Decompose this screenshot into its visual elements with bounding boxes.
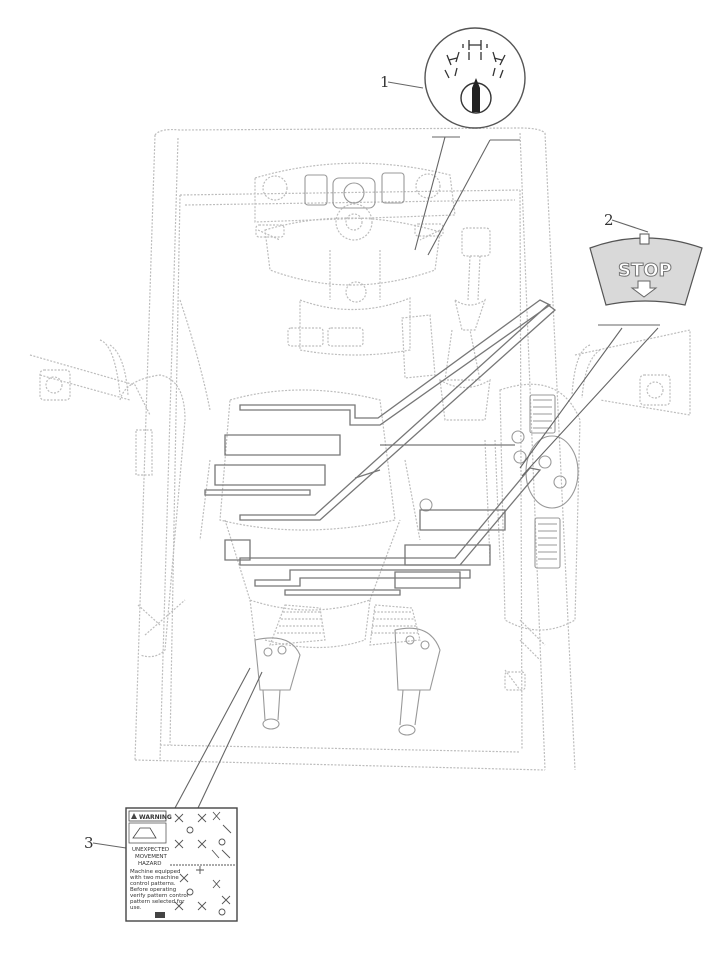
left-joystick [254,604,326,730]
warning-body-line2: with two machine [130,875,179,881]
callout-2: 2 STOP [519,211,703,477]
warning-heading: WARNING [139,814,172,821]
warning-body-line3: control patterns. [130,881,176,887]
warning-title-line1: UNEXPECTED [132,847,169,853]
steering-mode-selector-decal-icon [424,27,526,129]
warning-body-line1: Machine equipped [130,869,181,875]
stop-decal-text: STOP [618,260,672,281]
warning-body-line4: Before operating [130,887,176,893]
stop-decal-icon [589,237,703,306]
operator-seat [199,389,421,649]
callout-number-3: 3 [84,834,94,852]
callout-1: 1 [380,27,526,256]
callout-number-1: 1 [380,73,390,91]
dashboard [179,162,491,421]
right-console [419,383,581,631]
warning-body-line5: verify pattern control [130,893,189,899]
cab-frame [29,127,691,771]
warning-body-line7: use. [130,905,142,911]
decal-outlines [204,299,557,596]
callout-number-2: 2 [604,211,614,229]
warning-body-line6: pattern selected for [130,899,185,905]
warning-title-line3: HAZARD [138,861,162,867]
warning-title-line2: MOVEMENT [135,854,168,860]
right-joystick [369,604,441,736]
callout-3: 3 WARNING UNEXPECTED MOVEMENT HAZARD Mac… [84,667,263,922]
